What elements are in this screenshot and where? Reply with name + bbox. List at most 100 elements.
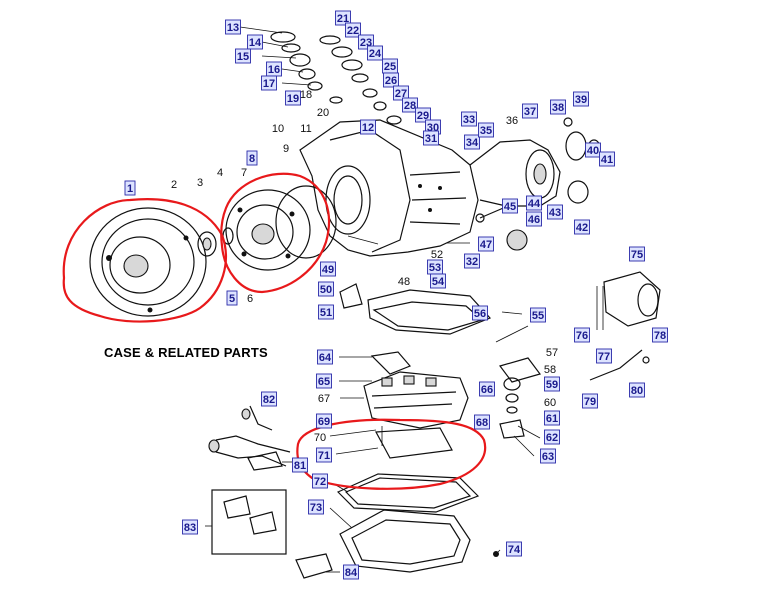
part-label-box	[574, 327, 590, 343]
part-number: 27	[395, 88, 407, 100]
part-label-59: 59	[544, 376, 560, 392]
part-label-17: 17	[261, 75, 277, 91]
part-label-37: 37	[522, 103, 538, 119]
part-label-84: 84	[343, 564, 359, 580]
part-number: 67	[318, 393, 330, 405]
part-label-76: 76	[574, 327, 590, 343]
part-number: 40	[587, 145, 599, 157]
part-label-41: 41	[599, 151, 615, 167]
part-number: 34	[466, 137, 479, 149]
filter-and-valve-area	[339, 283, 492, 335]
part-label-75: 75	[629, 246, 645, 262]
part-number: 17	[263, 78, 275, 90]
part-label-3: 3	[197, 177, 203, 189]
part-label-56: 56	[472, 305, 488, 321]
pan-gasket	[336, 473, 480, 513]
part-label-61: 61	[544, 410, 560, 426]
part-number: 75	[631, 249, 643, 261]
part-label-42: 42	[574, 219, 590, 235]
part-number: 81	[294, 460, 306, 472]
part-label-box	[343, 564, 359, 580]
part-label-34: 34	[464, 134, 480, 150]
oil-pump-assembly	[225, 189, 311, 271]
part-label-68: 68	[474, 414, 490, 430]
small-parts-top	[270, 31, 402, 125]
part-label-10: 10	[272, 123, 284, 135]
part-number: 47	[480, 239, 492, 251]
extension-housing	[469, 139, 561, 207]
part-number: 14	[249, 37, 262, 49]
part-label-74: 74	[506, 541, 522, 557]
part-label-65: 65	[316, 373, 332, 389]
part-label-box	[526, 211, 542, 227]
part-label-box	[585, 142, 601, 158]
part-number: 22	[347, 25, 359, 37]
part-label-79: 79	[582, 393, 598, 409]
part-label-box	[317, 349, 333, 365]
part-label-55: 55	[530, 307, 546, 323]
part-number: 48	[398, 276, 410, 288]
part-label-33: 33	[461, 111, 477, 127]
part-number: 25	[384, 61, 396, 73]
valve-body	[363, 351, 469, 429]
part-number: 37	[524, 106, 536, 118]
part-label-box	[246, 150, 258, 166]
part-number: 28	[404, 100, 416, 112]
part-number: 83	[184, 522, 196, 534]
part-label-9: 9	[283, 143, 289, 155]
part-number: 19	[287, 93, 299, 105]
part-label-26: 26	[383, 72, 399, 88]
part-number: 24	[369, 48, 382, 60]
part-label-box	[478, 122, 494, 138]
part-label-57: 57	[546, 347, 558, 359]
accumulator-parts	[498, 357, 542, 439]
part-label-box	[599, 151, 615, 167]
oil-pan	[339, 509, 499, 573]
part-label-box	[367, 45, 383, 61]
part-number: 62	[546, 432, 558, 444]
part-number: 78	[654, 330, 666, 342]
part-number: 26	[385, 75, 397, 87]
part-number: 59	[546, 379, 558, 391]
part-number: 68	[476, 417, 488, 429]
part-label-14: 14	[247, 34, 263, 50]
part-number: 82	[263, 394, 275, 406]
part-number: 55	[532, 310, 544, 322]
part-label-box	[261, 391, 277, 407]
part-label-50: 50	[318, 281, 334, 297]
part-label-box	[474, 414, 490, 430]
part-label-77: 77	[596, 348, 612, 364]
part-label-81: 81	[292, 457, 308, 473]
part-number: 57	[546, 347, 558, 359]
servo-assembly	[589, 271, 661, 381]
part-label-36: 36	[506, 115, 518, 127]
part-label-20: 20	[317, 107, 329, 119]
part-number: 63	[542, 451, 554, 463]
part-label-39: 39	[573, 91, 589, 107]
part-label-31: 31	[423, 130, 439, 146]
part-label-box	[383, 72, 399, 88]
part-label-box	[247, 34, 263, 50]
part-label-54: 54	[430, 273, 446, 289]
leader-lines	[205, 26, 541, 573]
part-label-box	[544, 410, 560, 426]
part-label-box	[472, 305, 488, 321]
part-label-box	[464, 134, 480, 150]
part-label-box	[540, 448, 556, 464]
part-label-box	[393, 85, 409, 101]
part-label-47: 47	[478, 236, 494, 252]
part-label-box	[285, 90, 301, 106]
part-label-2: 2	[171, 179, 177, 191]
part-label-22: 22	[345, 22, 361, 38]
part-label-1: 1	[124, 180, 136, 196]
wiring-harness	[208, 405, 291, 471]
part-label-83: 83	[182, 519, 198, 535]
part-label-box	[430, 273, 446, 289]
part-number: 60	[544, 397, 556, 409]
part-number: 49	[322, 264, 334, 276]
part-number: 29	[417, 110, 429, 122]
part-label-box	[235, 48, 251, 64]
part-label-72: 72	[312, 473, 328, 489]
part-label-box	[522, 103, 538, 119]
